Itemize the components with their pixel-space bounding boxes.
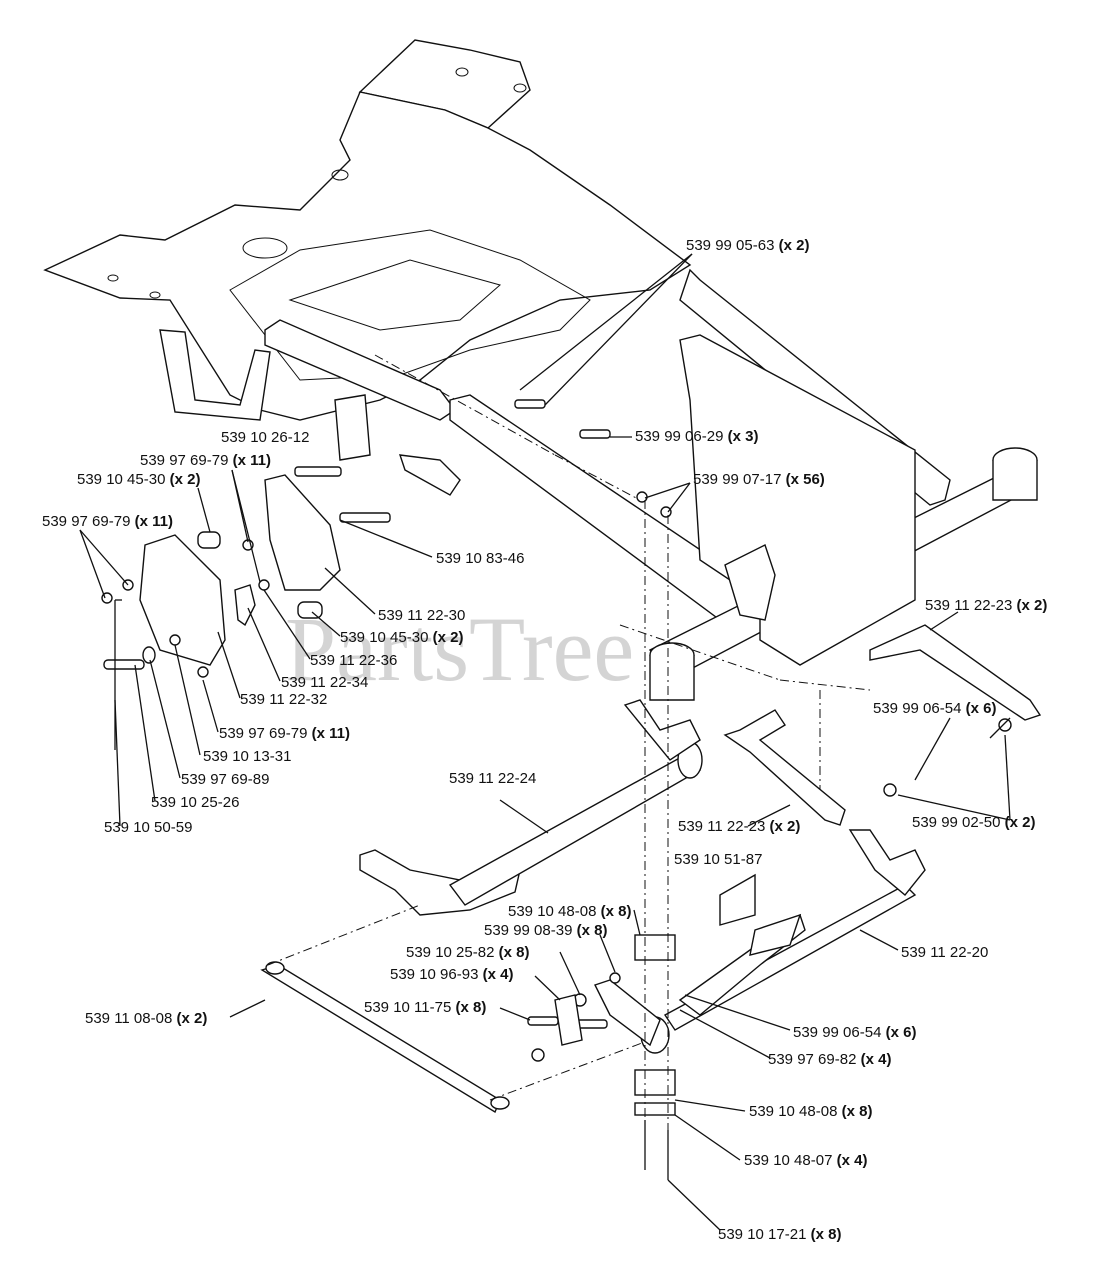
part-label: 539 99 07-17 (x 56) (693, 471, 825, 488)
part-label: 539 99 02-50 (x 2) (912, 814, 1035, 831)
part-label: 539 99 06-54 (x 6) (793, 1024, 916, 1041)
part-label: 539 10 25-26 (151, 794, 239, 811)
leader-lines (79, 253, 1011, 1231)
part-label: 539 97 69-89 (181, 771, 269, 788)
part-label: 539 97 69-82 (x 4) (768, 1051, 891, 1068)
watermark: PartsTree (285, 598, 634, 700)
part-label: 539 11 22-32 (240, 691, 327, 708)
part-label: 539 10 83-46 (436, 550, 524, 567)
part-label: 539 10 45-30 (x 2) (340, 629, 463, 646)
part-label: 539 10 17-21 (x 8) (718, 1226, 841, 1243)
part-label: 539 99 08-39 (x 8) (484, 922, 607, 939)
part-label: 539 11 22-23 (x 2) (925, 597, 1047, 614)
part-label: 539 10 50-59 (104, 819, 192, 836)
part-label: 539 10 26-12 (221, 429, 309, 446)
part-label: 539 97 69-79 (x 11) (42, 513, 173, 530)
part-label: 539 11 22-24 (449, 770, 536, 787)
lift-rod-assembly (260, 399, 1042, 1180)
part-label: 539 99 06-54 (x 6) (873, 700, 996, 717)
part-label: 539 11 22-20 (901, 944, 988, 961)
part-label: 539 11 22-30 (378, 607, 465, 624)
part-label: 539 10 25-82 (x 8) (406, 944, 529, 961)
part-label: 539 10 13-31 (203, 748, 291, 765)
part-label: 539 11 08-08 (x 2) (85, 1010, 207, 1027)
part-label: 539 11 22-34 (281, 674, 368, 691)
part-label: 539 97 69-79 (x 11) (140, 452, 271, 469)
part-label: 539 10 96-93 (x 4) (390, 966, 513, 983)
part-label: 539 10 45-30 (x 2) (77, 471, 200, 488)
part-label: 539 10 48-08 (x 8) (749, 1103, 872, 1120)
part-label: 539 97 69-79 (x 11) (219, 725, 350, 742)
left-plate-assembly (101, 466, 391, 750)
part-labels: 539 99 05-63 (x 2) 539 99 06-29 (x 3) 53… (42, 237, 1047, 1243)
part-label: 539 99 06-29 (x 3) (635, 428, 758, 445)
part-label: 539 10 48-08 (x 8) (508, 903, 631, 920)
part-label: 539 99 05-63 (x 2) (686, 237, 809, 254)
part-label: 539 11 22-23 (x 2) (678, 818, 800, 835)
main-frame-drawing (43, 39, 1038, 790)
part-label: 539 10 51-87 (674, 851, 762, 868)
part-label: 539 10 48-07 (x 4) (744, 1152, 867, 1169)
part-label: 539 11 22-36 (310, 652, 397, 669)
part-label: 539 10 11-75 (x 8) (364, 999, 486, 1016)
